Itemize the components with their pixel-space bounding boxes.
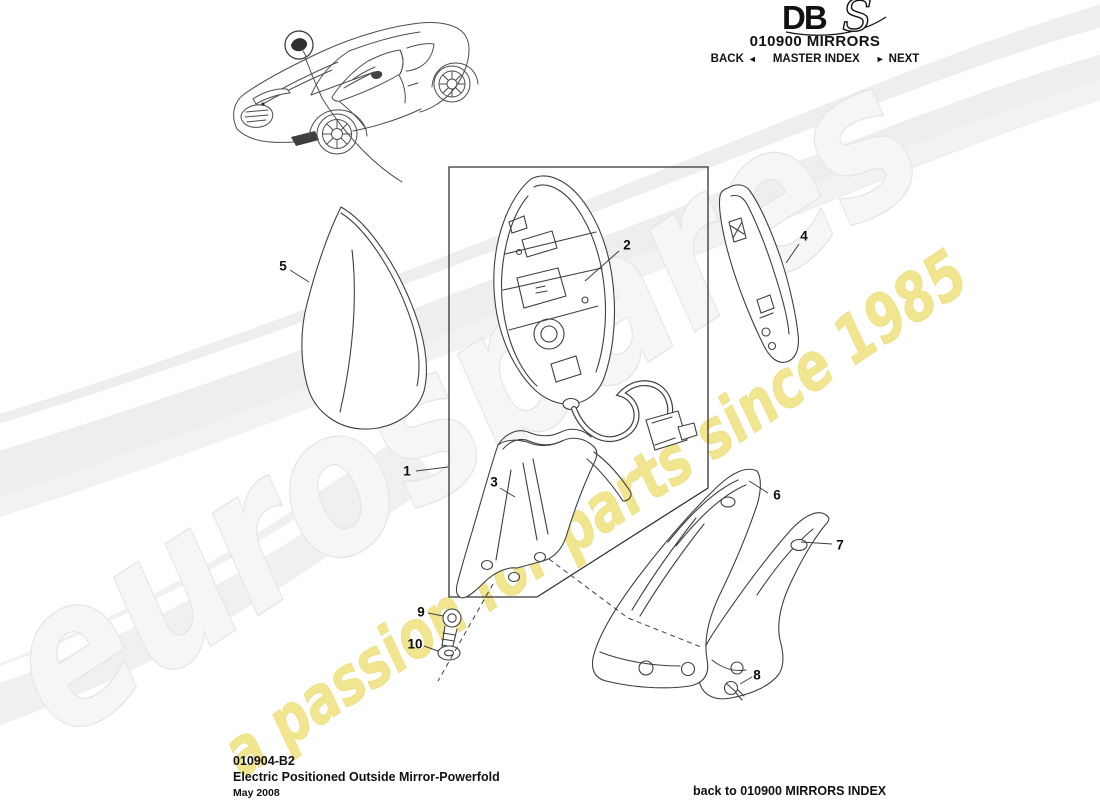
callout-6: 6: [773, 487, 781, 503]
callout-2: 2: [623, 237, 631, 253]
page-title: 010900 MIRRORS: [749, 33, 881, 50]
callout-3: 3: [490, 474, 498, 490]
mirrors-index-link[interactable]: back to 010900 MIRRORS INDEX: [693, 784, 887, 798]
logo-db-text: DB: [782, 0, 827, 36]
fasteners: [437, 608, 745, 701]
background-swoosh: [0, 4, 1100, 725]
assembly-box: [448, 166, 709, 598]
header-nav: BACK ◄ MASTER INDEX ► NEXT: [680, 53, 950, 65]
part-5-mirror-glass: [301, 206, 427, 430]
document-info: 010904-B2 Electric Positioned Outside Mi…: [233, 753, 500, 800]
part-2-mirror-head: [493, 175, 698, 451]
callout-4: 4: [800, 228, 808, 244]
callout-leader-lines: [289, 243, 833, 685]
part-6-sail-panel: [591, 468, 761, 689]
callout-10: 10: [407, 636, 423, 652]
callout-9: 9: [417, 604, 425, 620]
callout-8: 8: [753, 667, 761, 683]
callout-5: 5: [279, 258, 287, 274]
logo-s-text: S: [842, 0, 872, 38]
nav-master-index-link[interactable]: MASTER INDEX: [772, 53, 860, 65]
nav-back-link[interactable]: BACK ◄: [711, 53, 757, 65]
car-locator-illustration: [233, 22, 479, 183]
nav-next-label: NEXT: [888, 53, 920, 65]
nav-next-link[interactable]: ► NEXT: [876, 53, 920, 65]
dbs-logo: DB S: [782, 0, 887, 38]
next-arrow-icon: ►: [875, 53, 885, 64]
document-date: May 2008: [233, 787, 280, 799]
callout-1: 1: [403, 463, 411, 479]
nav-back-label: BACK: [710, 53, 744, 65]
document-number: 010904-B2: [233, 754, 295, 768]
back-arrow-icon: ◄: [747, 53, 757, 64]
callout-7: 7: [836, 537, 844, 553]
part-4-trim-plate: [718, 184, 799, 363]
document-title: Electric Positioned Outside Mirror-Power…: [233, 770, 500, 784]
part-3-mirror-base: [455, 428, 632, 599]
